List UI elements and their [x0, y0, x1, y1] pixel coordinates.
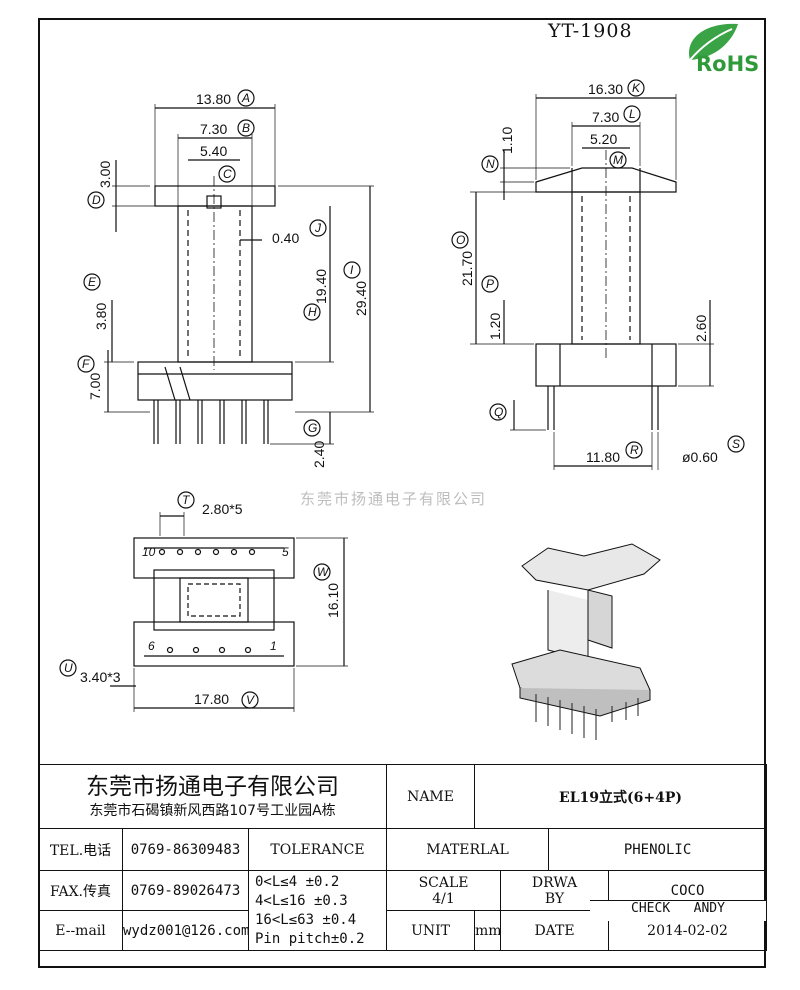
tol-row-4: Pin pitch±0.2 — [255, 930, 365, 947]
dim-U-value: 3.40*3 — [80, 669, 121, 685]
check-value: ANDY — [693, 901, 725, 916]
svg-text:P: P — [486, 277, 494, 291]
front-base — [137, 361, 293, 401]
dim-L-value: 7.30 — [592, 109, 619, 125]
dim-G-value: 2.40 — [311, 441, 327, 468]
svg-text:Q: Q — [494, 405, 503, 419]
svg-text:G: G — [308, 421, 317, 435]
tol-row-1: 0<L≤4 ±0.2 — [255, 873, 340, 890]
material-label: MATERLAL — [386, 828, 550, 871]
dim-B-value: 7.30 — [200, 121, 227, 137]
dim-S-value: ø0.60 — [682, 449, 718, 465]
name-value: EL19立式(6+4P) — [474, 764, 768, 829]
pin-5-label: 5 — [282, 545, 289, 559]
dim-N-value: 1.10 — [499, 127, 515, 154]
dim-V-value: 17.80 — [194, 691, 229, 707]
company-cell: 东莞市扬通电子有限公司 东莞市石碣镇新风西路107号工业园A栋 — [37, 764, 388, 829]
svg-text:L: L — [629, 107, 636, 121]
svg-text:J: J — [314, 221, 322, 235]
title-block: 东莞市扬通电子有限公司 东莞市石碣镇新风西路107号工业园A栋 NAME EL1… — [37, 764, 768, 951]
unit-value: mm — [474, 910, 502, 951]
dim-A-value: 13.80 — [196, 91, 231, 107]
dim-O-value: 21.70 — [459, 251, 475, 286]
dim-D-value: 3.00 — [97, 161, 113, 188]
company-name: 东莞市扬通电子有限公司 — [86, 773, 340, 800]
isometric-view — [511, 543, 661, 740]
top-view-flange — [153, 569, 275, 631]
tel-value: 0769-86309483 — [122, 828, 249, 871]
front-flange-notch — [206, 195, 222, 209]
dim-E-value: 3.80 — [93, 303, 109, 330]
rohs-label: RoHS — [696, 52, 760, 76]
front-center-column — [177, 205, 253, 363]
drawn-label-line-2: BY — [544, 890, 565, 907]
front-view: 13.80 A 7.30 B 5.40 C 3.00 D 0.40 J 3.80… — [77, 89, 374, 468]
fax-label: FAX.传真 — [38, 870, 123, 911]
svg-text:S: S — [732, 437, 740, 451]
svg-text:F: F — [82, 357, 90, 371]
unit-label: UNIT — [386, 910, 476, 951]
svg-text:K: K — [632, 81, 641, 95]
side-base — [535, 343, 677, 387]
dim-J-value: 0.40 — [272, 230, 299, 246]
dim-F-value: 7.00 — [87, 373, 103, 400]
svg-text:E: E — [88, 275, 97, 289]
tol-row-3: 16<L≤63 ±0.4 — [255, 911, 357, 928]
svg-text:T: T — [182, 493, 191, 507]
dim-P-value: 1.20 — [487, 313, 503, 340]
tolerance-table: 0<L≤4 ±0.2 4<L≤16 ±0.3 16<L≤63 ±0.4 Pin … — [247, 870, 388, 951]
svg-text:B: B — [242, 121, 250, 135]
tolerance-label: TOLERANCE — [247, 828, 388, 871]
svg-text:I: I — [350, 263, 354, 277]
check-row: CHECK ANDY — [590, 900, 766, 921]
pin-6-label: 6 — [148, 639, 155, 653]
svg-text:C: C — [223, 167, 232, 181]
svg-text:R: R — [630, 443, 639, 457]
tel-label: TEL.电话 — [38, 828, 123, 871]
dim-M-value: 5.20 — [590, 131, 617, 147]
svg-text:H: H — [308, 305, 317, 319]
top-view-upper-base — [133, 537, 295, 579]
svg-text:O: O — [456, 233, 465, 247]
dim-H-value: 19.40 — [313, 269, 329, 304]
svg-text:U: U — [64, 661, 73, 675]
pin-1-label: 1 — [270, 639, 277, 653]
scale-label: SCALE — [418, 874, 469, 891]
rohs-leaf-icon — [689, 23, 738, 61]
svg-text:D: D — [92, 193, 101, 207]
material-value: PHENOLIC — [548, 828, 768, 871]
top-view: 10 5 6 1 T 2.80*5 U 3.40*3 17.80 V W 16.… — [59, 491, 348, 712]
svg-text:W: W — [317, 565, 330, 579]
dim-K-value: 16.30 — [588, 81, 623, 97]
name-label: NAME — [386, 764, 476, 829]
drawing-sheet — [38, 18, 766, 968]
dim-T-value: 2.80*5 — [202, 501, 243, 517]
front-pins — [153, 400, 269, 444]
svg-text:V: V — [246, 693, 255, 707]
scale-cell: SCALE 4/1 — [386, 870, 502, 911]
part-number: YT-1908 — [548, 20, 633, 42]
svg-text:M: M — [613, 153, 623, 167]
scale-value: 4/1 — [432, 890, 455, 907]
dim-C-value: 5.40 — [200, 143, 227, 159]
pin-10-label: 10 — [142, 545, 156, 559]
drawn-label-line-1: DRWA — [531, 874, 578, 891]
side-view: 16.30 K 7.30 L 5.20 M 1.10 N 21.70 O P 1… — [451, 79, 745, 470]
svg-text:A: A — [241, 91, 250, 105]
fax-value: 0769-89026473 — [122, 870, 249, 911]
email-value: wydz001@126.com — [122, 910, 249, 951]
top-view-pin-holes — [158, 548, 256, 654]
dim-side-260-value: 2.60 — [693, 315, 709, 342]
svg-text:N: N — [486, 157, 495, 171]
dim-R-value: 11.80 — [586, 449, 620, 465]
tol-row-2: 4<L≤16 ±0.3 — [255, 892, 348, 909]
company-address: 东莞市石碣镇新风西路107号工业园A栋 — [89, 802, 336, 819]
dim-I-value: 29.40 — [353, 281, 369, 316]
email-label: E--mail — [38, 910, 123, 951]
dim-W-value: 16.10 — [325, 583, 341, 618]
check-label: CHECK — [631, 901, 671, 916]
company-watermark: 东莞市扬通电子有限公司 — [300, 490, 488, 508]
